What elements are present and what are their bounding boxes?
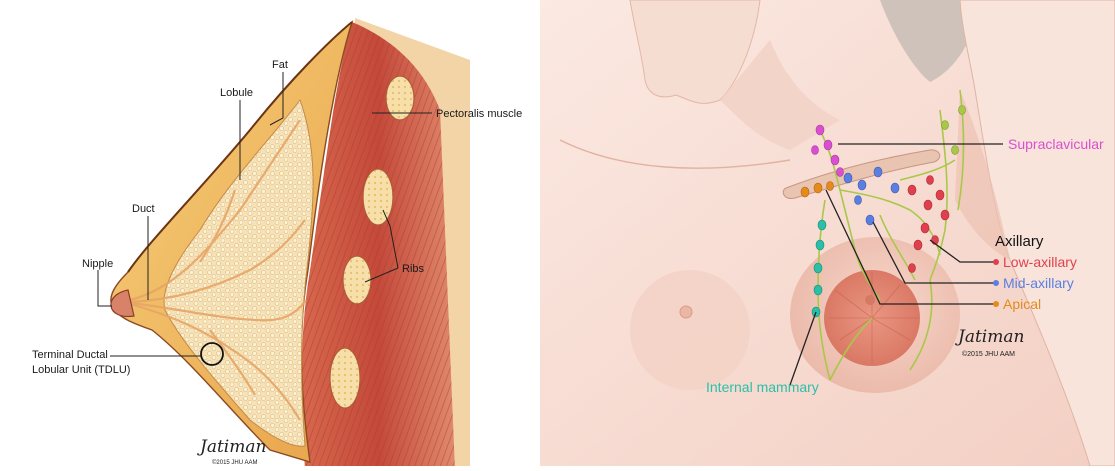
label-fat: Fat bbox=[272, 59, 288, 71]
label-nipple: Nipple bbox=[82, 258, 113, 270]
label-pectoralis-muscle: Pectoralis muscle bbox=[436, 108, 522, 120]
rib bbox=[363, 169, 393, 225]
label-ribs: Ribs bbox=[402, 263, 425, 275]
label-apical: Apical bbox=[1003, 296, 1041, 312]
label-lobule: Lobule bbox=[220, 87, 253, 99]
label-duct: Duct bbox=[132, 203, 155, 215]
signature-right: Jatiman bbox=[955, 327, 1024, 347]
rib bbox=[330, 348, 360, 408]
breast-anatomy-panel: Fat Lobule Pectoralis muscle Duct Nipple… bbox=[32, 18, 522, 466]
label-axillary: Axillary bbox=[995, 233, 1044, 250]
label-tdlu-line1: Terminal Ductal bbox=[32, 349, 108, 361]
copyright-right: ©2015 JHU AAM bbox=[962, 350, 1015, 358]
signature-left: Jatiman bbox=[197, 437, 266, 457]
copyright-left: ©2015 JHU AAM bbox=[212, 459, 257, 466]
label-low-axillary: Low-axillary bbox=[1003, 254, 1077, 270]
label-mid-axillary: Mid-axillary bbox=[1003, 275, 1074, 291]
lymph-node-panel: Supraclavicular Axillary Low-axillary Mi… bbox=[540, 0, 1115, 466]
label-tdlu-line2: Lobular Unit (TDLU) bbox=[32, 364, 130, 376]
breast-left bbox=[630, 270, 750, 390]
label-internal-mammary: Internal mammary bbox=[706, 379, 819, 395]
label-supraclavicular: Supraclavicular bbox=[1008, 136, 1104, 152]
rib bbox=[343, 256, 371, 304]
